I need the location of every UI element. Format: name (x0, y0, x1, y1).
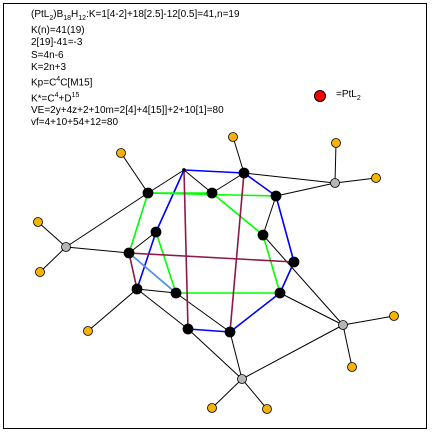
graph-edge (342, 324, 353, 368)
boron-node (182, 323, 194, 335)
hydrogen-node (83, 326, 93, 336)
graph-edge (128, 231, 157, 254)
boron-node (288, 256, 300, 268)
graph-edge (243, 172, 336, 184)
graph-edge (262, 195, 277, 236)
graph-edge (229, 292, 281, 333)
formula-line: vf=4+10+54+12=80 (31, 117, 119, 129)
graph-edge (183, 169, 213, 194)
graph-edge (243, 172, 277, 197)
phosphine-node (61, 242, 71, 252)
hydrogen-node (35, 267, 45, 277)
boron-node (123, 247, 135, 259)
graph-edge (279, 261, 295, 294)
graph-edge (262, 234, 344, 326)
phosphine-node (338, 320, 348, 330)
graph-edge (211, 378, 243, 409)
formula-line: S=4n-6 (31, 49, 64, 61)
boron-node (131, 283, 143, 295)
boron-node (274, 287, 286, 299)
formula-block: (PtL2)B18H12:K=1[4-2]+18[2.5]-12[0.5]=41… (31, 9, 240, 129)
boron-node (170, 287, 182, 299)
graph-edge (39, 246, 67, 273)
graph-edge (155, 169, 185, 233)
graph-edge (128, 252, 177, 294)
phosphine-node (330, 178, 340, 188)
graph-edge (155, 231, 177, 294)
graph-edge (136, 231, 157, 290)
graph-edge (334, 142, 337, 184)
graph-edge (229, 172, 245, 333)
boron-node (150, 226, 162, 238)
graph-edge (65, 192, 149, 248)
phosphine-node (237, 374, 247, 384)
graph-edge (241, 324, 344, 380)
graph-edge (232, 136, 245, 174)
graph-edge (262, 234, 281, 294)
hydrogen-node (262, 404, 272, 414)
graph-edge (275, 195, 295, 263)
formula-line: K(n)=41(19) (31, 25, 85, 37)
hydrogen-node (207, 403, 217, 413)
graph-edge (183, 169, 245, 174)
boron-node (224, 326, 236, 338)
graph-edge (275, 182, 336, 197)
graph-edge (187, 328, 231, 333)
graph-edge (211, 172, 245, 194)
hydrogen-node (331, 138, 341, 148)
hydrogen-node (33, 217, 43, 227)
hydrogen-node (371, 173, 381, 183)
formula-line: 2[19]-41=-3 (31, 37, 83, 49)
formula-line: Kp=C4C[M15] (31, 76, 93, 89)
graph-edge (128, 252, 295, 263)
graph-edge (136, 288, 177, 294)
boron-node (142, 187, 154, 199)
graph-edge (241, 378, 268, 410)
hydrogen-node (228, 132, 238, 142)
graph-edge (334, 177, 377, 184)
boron-node (206, 187, 218, 199)
graph-edge (183, 169, 189, 330)
graph-edge (65, 246, 130, 254)
graph-edge (229, 331, 243, 380)
graph-edge (136, 288, 189, 330)
graph-edge (37, 221, 67, 248)
hydrogen-node (347, 362, 357, 372)
boron-node (257, 229, 269, 241)
boron-node (238, 167, 250, 179)
graph-edge (87, 288, 138, 332)
graph-edge (211, 192, 264, 236)
formula-line: K*=C4+D15 (31, 91, 80, 104)
figure-frame (3, 3, 427, 429)
graph-edge (147, 169, 185, 194)
formula-line: K=2n+3 (31, 61, 67, 73)
legend-label: =PtL2 (336, 89, 361, 102)
graph-edge (342, 315, 395, 326)
formula-line: VE=2y+4z+2+10m=2[4]+4[15]]+2+10[1]=80 (31, 105, 224, 117)
hydrogen-node (116, 148, 126, 158)
graph-edge (120, 152, 149, 194)
hydrogen-node (389, 311, 399, 321)
formula-line: (PtL2)B18H12:K=1[4-2]+18[2.5]-12[0.5]=41… (31, 9, 240, 22)
pt-node (182, 168, 186, 172)
graph-edge (187, 328, 243, 380)
legend-red-dot (314, 89, 326, 102)
graph-edge (279, 292, 344, 326)
graph-edge (175, 292, 231, 333)
legend: =PtL2 (314, 89, 361, 102)
boron-node (270, 190, 282, 202)
graph-edge (128, 252, 138, 290)
graph-edge (128, 192, 149, 254)
